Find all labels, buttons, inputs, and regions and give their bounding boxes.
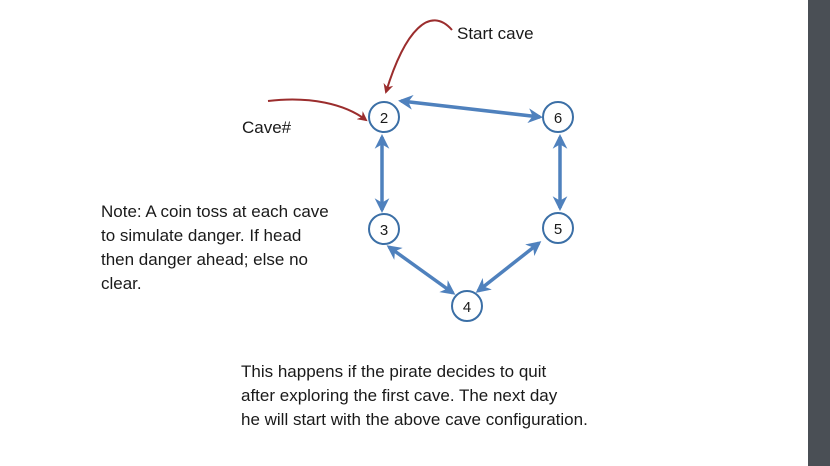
- edge-2-6: [398, 95, 543, 123]
- cave-node-2-label: 2: [380, 110, 388, 127]
- note-text: Note: A coin toss at each cave to simula…: [101, 200, 329, 296]
- cave-node-6-label: 6: [554, 110, 562, 127]
- window-scroll-edge: [808, 0, 830, 466]
- caption-text: This happens if the pirate decides to qu…: [241, 360, 588, 432]
- edge-5-4: [475, 241, 542, 293]
- cave-node-6: 6: [542, 101, 574, 133]
- cave-node-5: 5: [542, 212, 574, 244]
- note-line: to simulate danger. If head: [101, 226, 302, 245]
- cave-node-5-label: 5: [554, 221, 562, 238]
- cave-number-label: Cave#: [242, 118, 292, 137]
- cave-node-2: 2: [368, 101, 400, 133]
- edge-3-4: [386, 245, 456, 295]
- cave-node-4: 4: [451, 290, 483, 322]
- cave-node-3: 3: [368, 213, 400, 245]
- slide: 2 6 3 5 4 Start cave Cave# Note: A coin …: [101, 19, 588, 432]
- cave-graph: 2 6 3 5 4: [267, 19, 574, 322]
- cave-node-3-label: 3: [380, 222, 388, 239]
- start-cave-label: Start cave: [457, 24, 534, 43]
- caption-line: after exploring the first cave. The next…: [241, 386, 558, 405]
- note-line: Note: A coin toss at each cave: [101, 202, 329, 221]
- start-pointer-arrow: [383, 19, 453, 94]
- caption-line: This happens if the pirate decides to qu…: [241, 362, 547, 381]
- cave-node-4-label: 4: [463, 299, 471, 316]
- cave-pointer-arrow: [267, 98, 368, 122]
- caption-line: he will start with the above cave config…: [241, 410, 588, 429]
- note-line: then danger ahead; else no: [101, 250, 309, 269]
- note-line: clear.: [101, 274, 142, 293]
